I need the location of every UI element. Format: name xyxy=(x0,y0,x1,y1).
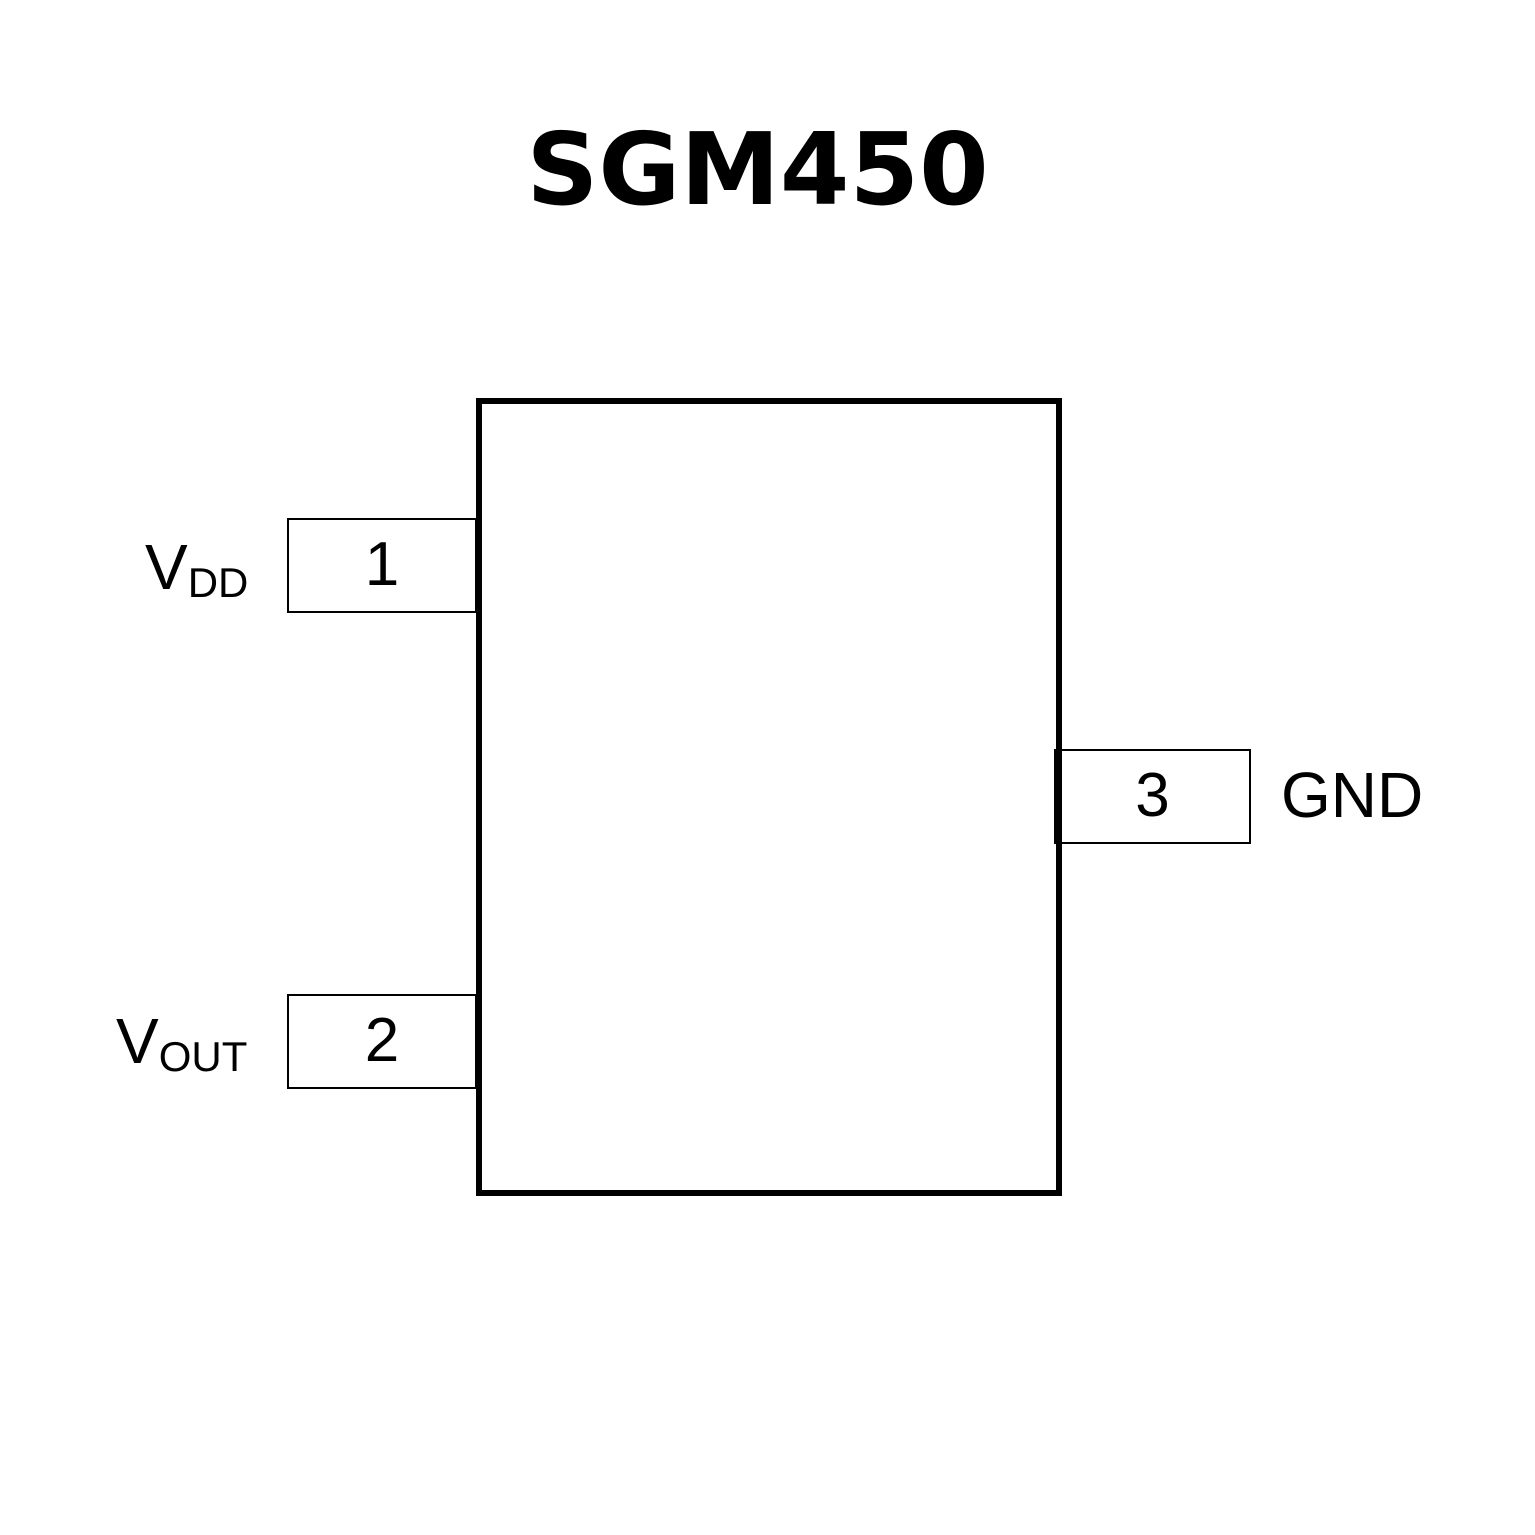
pin-2-label: VOUT xyxy=(116,1006,247,1084)
pin-2-number: 2 xyxy=(364,1006,400,1075)
pin-2-name: V xyxy=(116,1005,159,1077)
pin-3-label: GND xyxy=(1281,759,1424,831)
pin-1-name: V xyxy=(145,531,188,603)
pin-3-number: 3 xyxy=(1135,761,1170,830)
pin-3-box: 3 xyxy=(1054,749,1251,844)
pin-1-subscript: DD xyxy=(187,559,249,606)
pin-2-box: 2 xyxy=(287,994,477,1089)
chip-title: SGM450 xyxy=(526,111,989,228)
pin-1-box: 1 xyxy=(287,518,477,613)
pin-1-number: 1 xyxy=(364,530,400,599)
pin-1-label: VDD xyxy=(145,532,248,610)
pin-2-subscript: OUT xyxy=(158,1033,248,1080)
chip-body xyxy=(476,398,1062,1196)
